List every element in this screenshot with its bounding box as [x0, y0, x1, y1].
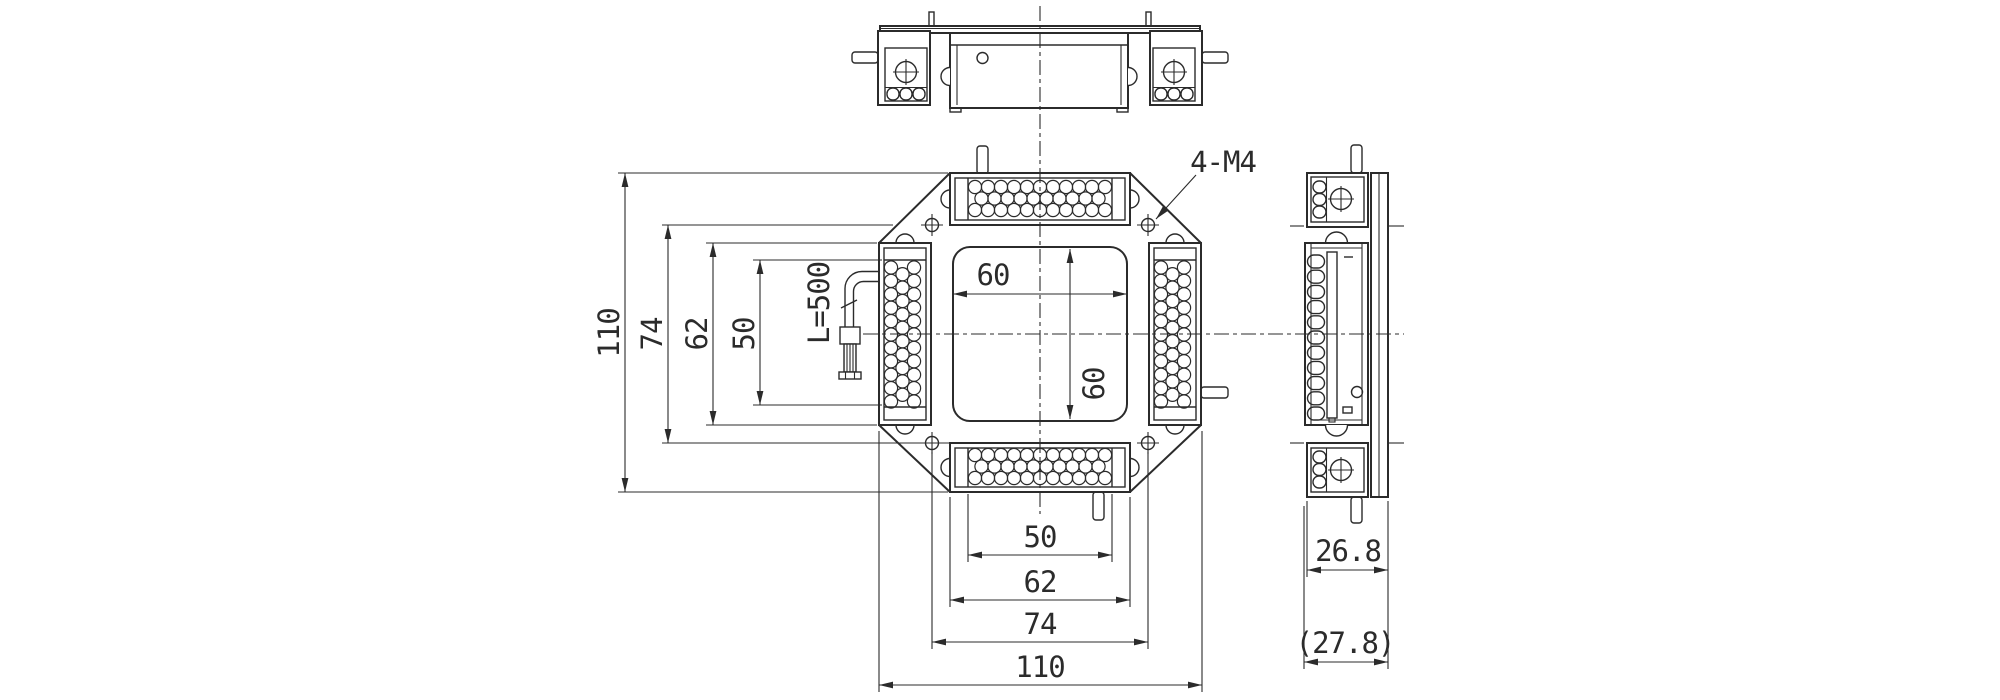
top-housing-foot-left: [949, 107, 962, 113]
screw-icon: [1161, 59, 1187, 85]
dim-aperture-height-label: 60: [1077, 368, 1111, 401]
top-housing-foot-right: [1116, 107, 1129, 113]
pin-bottom-bar: [1092, 491, 1105, 521]
side-notch: [1342, 406, 1353, 414]
pin-right-bar: [1200, 386, 1229, 399]
terminal-clamp: [1180, 87, 1194, 101]
top-view: [851, 11, 1229, 113]
screw-icon: [1328, 457, 1354, 483]
m4-hole: [921, 214, 943, 236]
clip-bump: [1129, 457, 1140, 478]
pin-top-bar: [976, 145, 989, 175]
led-array-right: [1153, 260, 1192, 409]
dim-side-depth-label: 26.8: [1315, 534, 1381, 568]
dim-aperture-width-label: 60: [977, 258, 1010, 292]
screw-icon: [1328, 186, 1354, 212]
clip-bump: [940, 457, 951, 478]
side-bracket-top: [1306, 172, 1369, 228]
screw-icon: [893, 59, 919, 85]
dim-mount-pitch-width-label: 74: [1024, 607, 1057, 641]
terminal-bracket-left: [851, 30, 931, 106]
clip-bump-left: [940, 66, 951, 87]
clip-bump: [1324, 424, 1349, 437]
cable-assembly: [838, 270, 879, 380]
side-pin-top: [1350, 144, 1363, 174]
cable-outer: [844, 270, 879, 327]
terminal-clamp: [886, 87, 900, 101]
thread-callout-leader: [1155, 174, 1197, 220]
connector-pin-hole: [976, 51, 989, 65]
dim-window-height-label: 50: [727, 318, 761, 351]
dim-side-depth-overall-label: (27.8): [1296, 626, 1395, 660]
front-view: [878, 145, 1229, 521]
dim-overall-width-label: 110: [1015, 650, 1064, 684]
m4-hole: [1137, 214, 1159, 236]
clip-bump: [1129, 189, 1140, 209]
bracket-pin-left: [851, 51, 879, 64]
terminal-clamp: [1167, 87, 1181, 101]
m4-hole: [1137, 432, 1159, 454]
bevel-bottom-right: [1129, 424, 1202, 493]
clip-bump: [1165, 233, 1185, 244]
clip-bump: [1324, 231, 1349, 244]
cable-inner: [852, 280, 879, 327]
dim-bar-width-label: 62: [1024, 565, 1057, 599]
clip-bump: [940, 189, 951, 209]
dim-mount-pitch-height-label: 74: [635, 317, 669, 350]
top-housing: [949, 32, 1129, 109]
dimension-layer: 110 74 62 50 50 62 74 110 60 60 L=500 4-…: [592, 145, 1395, 692]
clip-bump: [895, 424, 915, 435]
clip-bump-right: [1127, 66, 1138, 87]
terminal-clamp: [1312, 475, 1327, 489]
centerlines: [863, 6, 1404, 514]
terminal-bracket-right: [1149, 30, 1229, 106]
cable-length-label: L=500: [802, 262, 836, 344]
cable-connector: [838, 326, 862, 380]
terminal-clamp: [899, 87, 913, 101]
bracket-pin-right: [1201, 51, 1229, 64]
side-pin-bottom: [1350, 496, 1363, 524]
terminal-clamp: [1154, 87, 1168, 101]
clip-bump: [895, 233, 915, 244]
side-hole: [1350, 385, 1364, 399]
bevel-bottom-left: [878, 424, 951, 493]
bevel-top-left: [878, 172, 951, 244]
led-profile-column: [1306, 254, 1326, 421]
terminal-clamp: [912, 87, 926, 101]
cable-break-mark: [840, 299, 858, 309]
dim-overall-height-label: 110: [592, 308, 626, 357]
dim-window-width-label: 50: [1024, 520, 1057, 554]
dim-bar-height-label: 62: [680, 318, 714, 351]
led-array-left: [883, 260, 922, 409]
terminal-clamp: [1312, 205, 1327, 219]
thread-callout-label: 4-M4: [1190, 145, 1256, 179]
side-bracket-bottom: [1306, 442, 1369, 498]
mount-screw-tip-left: [928, 11, 935, 27]
clip-bump: [1165, 424, 1185, 435]
mount-screw-tip-right: [1145, 11, 1152, 27]
